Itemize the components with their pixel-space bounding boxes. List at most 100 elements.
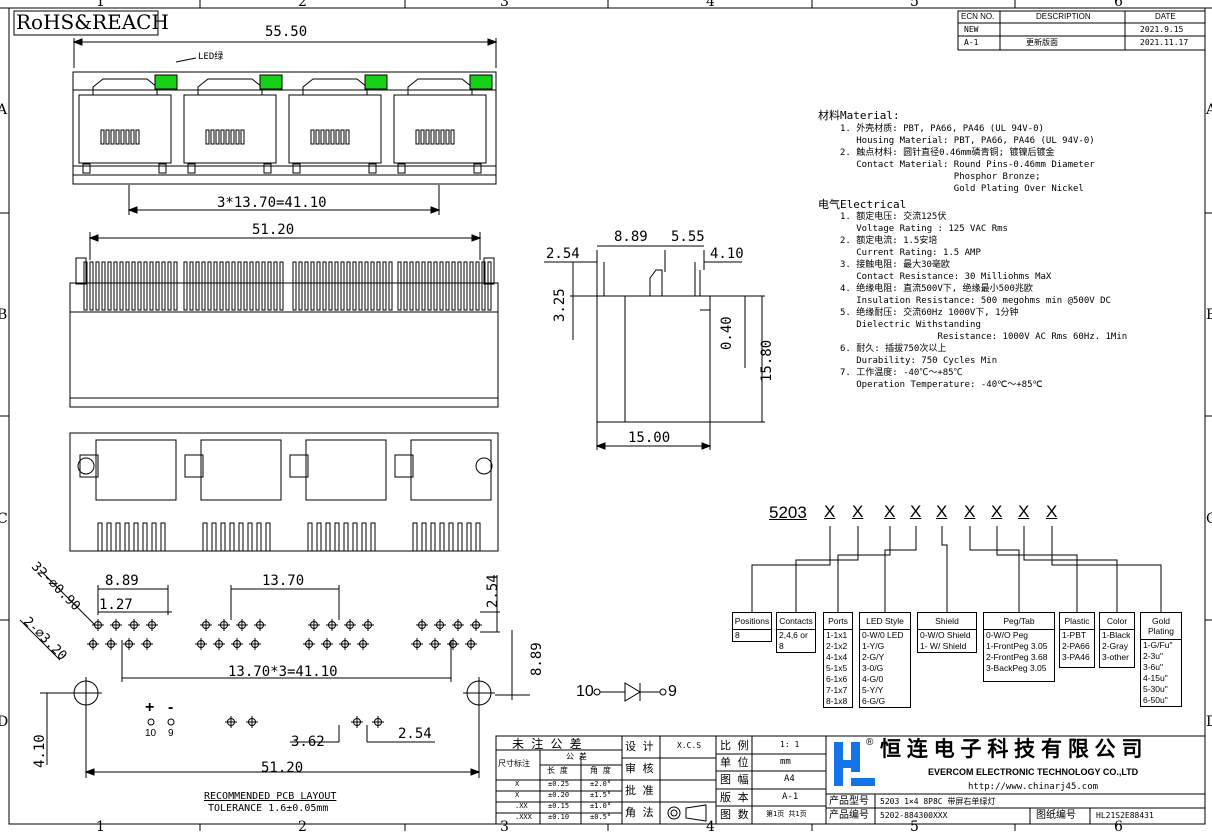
option-box-item: 6-50u" xyxy=(1143,695,1168,705)
option-box-item: 1-FrontPeg 3.05 xyxy=(986,641,1048,651)
front-pin xyxy=(439,261,444,311)
top-contact xyxy=(325,129,330,145)
top-contact xyxy=(130,129,135,145)
bottom-contact xyxy=(466,522,472,551)
bottom-contact xyxy=(142,522,148,551)
top-contact xyxy=(110,129,115,145)
electrical-line: 3. 接触电阻: 最大30毫欧 xyxy=(840,260,950,270)
top-contact xyxy=(450,129,455,145)
tolerance-cell: .XXX xyxy=(515,813,532,821)
bottom-view xyxy=(69,432,499,552)
dim-pcb-254v: 2.54 xyxy=(485,574,501,608)
tolerance-cell: ±1.5° xyxy=(590,791,612,799)
tb-url: http://www.chinarj45.com xyxy=(968,782,1099,792)
tb-model-label: 产品型号 xyxy=(829,796,869,807)
tb-sheet: 第1页 共1页 xyxy=(766,810,807,818)
bottom-boss xyxy=(475,457,493,475)
bottom-contact xyxy=(133,522,139,551)
part-code-leaders xyxy=(751,526,1162,612)
option-box-item: 1-G/Fu" xyxy=(1143,640,1173,650)
front-pin xyxy=(219,261,224,311)
top-contact xyxy=(215,129,220,145)
front-pin xyxy=(155,261,160,311)
tb-version-label: 版 本 xyxy=(720,791,749,804)
bottom-post xyxy=(184,454,204,478)
top-contact xyxy=(430,129,435,145)
option-box-title: Plastic xyxy=(1060,613,1094,630)
bottom-contact xyxy=(124,522,130,551)
front-pin xyxy=(113,261,118,311)
tb-dwg-label: 图纸编号 xyxy=(1036,810,1076,821)
front-pin xyxy=(427,261,432,311)
bottom-boss xyxy=(77,457,95,475)
zone-col-4: 4 xyxy=(706,0,715,10)
top-port xyxy=(288,94,382,164)
dim-side-410: 4.10 xyxy=(710,246,744,262)
title-block-lines xyxy=(495,735,1206,825)
dim-pcb-362: 3.62 xyxy=(291,734,325,750)
dim-side-1500: 15.00 xyxy=(628,430,671,446)
pcb-minus-label: - xyxy=(168,699,174,716)
dim-side-040: 0.40 xyxy=(719,316,735,350)
spec-block: 材料Material: 1. 外壳材质: PBT, PA66, PA46 (UL… xyxy=(818,110,1127,391)
zone-row-b-right: B xyxy=(1206,307,1212,323)
tb-design-label: 设 计 xyxy=(625,740,654,753)
option-box-title: Ports xyxy=(824,613,852,630)
electrical-line: Contact Resistance: 30 Milliohms MaX xyxy=(840,272,1052,282)
tolerance-cell: .XX xyxy=(515,802,528,810)
front-pin xyxy=(376,261,381,311)
tb-review-label: 审 核 xyxy=(625,762,654,775)
tb-company-cn: 恒 连 电 子 科 技 有 限 公 司 xyxy=(880,738,1143,761)
tolerance-cell: ±0.15 xyxy=(548,802,570,810)
electrical-list: 1. 额定电压: 交流125伏 Voltage Rating : 125 VAC… xyxy=(818,211,1127,391)
option-box-title: Gold Plating xyxy=(1141,613,1181,640)
bottom-port-outline xyxy=(410,439,492,501)
top-contact xyxy=(100,129,105,145)
front-pin xyxy=(322,261,327,311)
front-pin xyxy=(225,261,230,311)
electrical-line: 6. 耐久: 插拔750次以上 xyxy=(840,344,947,354)
electrical-line: 7. 工作温度: -40℃～+85℃ xyxy=(840,368,963,378)
zone-col-1: 1 xyxy=(96,0,105,10)
electrical-line: Current Rating: 1.5 AMP xyxy=(840,248,981,258)
bottom-contact xyxy=(115,522,121,551)
led-pin-9: 9 xyxy=(668,683,677,700)
tb-size: A4 xyxy=(784,774,795,784)
option-box-item: 5-30u" xyxy=(1143,684,1168,694)
option-box-item: 8 xyxy=(735,630,740,640)
top-peg xyxy=(368,163,377,174)
front-pin xyxy=(328,261,333,311)
top-peg xyxy=(473,163,482,174)
dim-side-555: 5.55 xyxy=(671,229,705,245)
bottom-port-outline xyxy=(305,439,387,501)
material-line: Gold Plating Over Nickel xyxy=(840,184,1084,194)
bottom-contact xyxy=(430,522,436,551)
tb-unit-label: 单 位 xyxy=(720,756,749,769)
front-pin xyxy=(451,261,456,311)
zone-row-d: D xyxy=(0,714,9,730)
bottom-contact xyxy=(220,522,226,551)
front-pin xyxy=(237,261,242,311)
front-pin xyxy=(89,261,94,311)
front-pin xyxy=(149,261,154,311)
option-box-item: 1-Black xyxy=(1102,630,1131,640)
tolerance-cell: ±0.20 xyxy=(548,791,570,799)
top-contact xyxy=(415,129,420,145)
zone-col-5-bottom: 5 xyxy=(910,819,919,835)
zone-row-c-right: C xyxy=(1206,511,1212,527)
bottom-contact xyxy=(238,522,244,551)
part-code-leader xyxy=(969,526,1020,612)
part-code-x: X xyxy=(884,502,896,521)
bottom-contact xyxy=(229,522,235,551)
bottom-contact xyxy=(151,522,157,551)
material-line: Phosphor Bronze; xyxy=(840,172,1041,182)
bottom-contact xyxy=(457,522,463,551)
tolerance-cell: X xyxy=(515,780,520,788)
material-line: 2. 触点材料: 圆针直径0.46mm磷青铜; 镀镍后镀金 xyxy=(840,148,1055,158)
front-pin xyxy=(195,261,200,311)
front-pin xyxy=(261,261,266,311)
